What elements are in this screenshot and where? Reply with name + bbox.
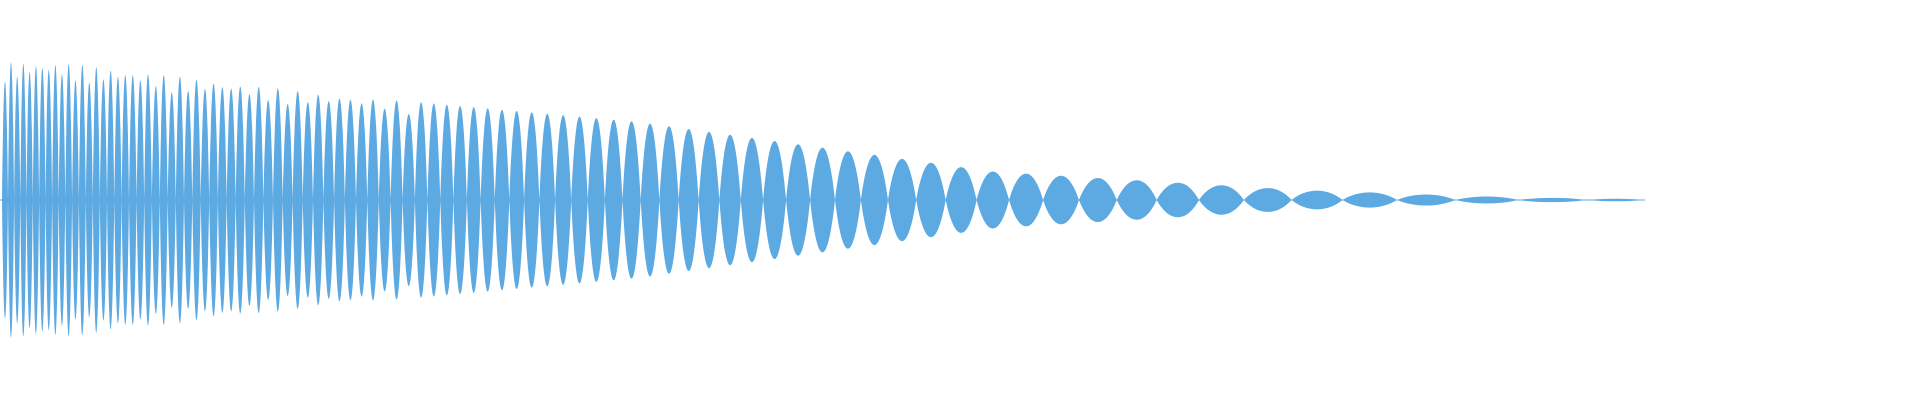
waveform-shape [2, 62, 1645, 338]
